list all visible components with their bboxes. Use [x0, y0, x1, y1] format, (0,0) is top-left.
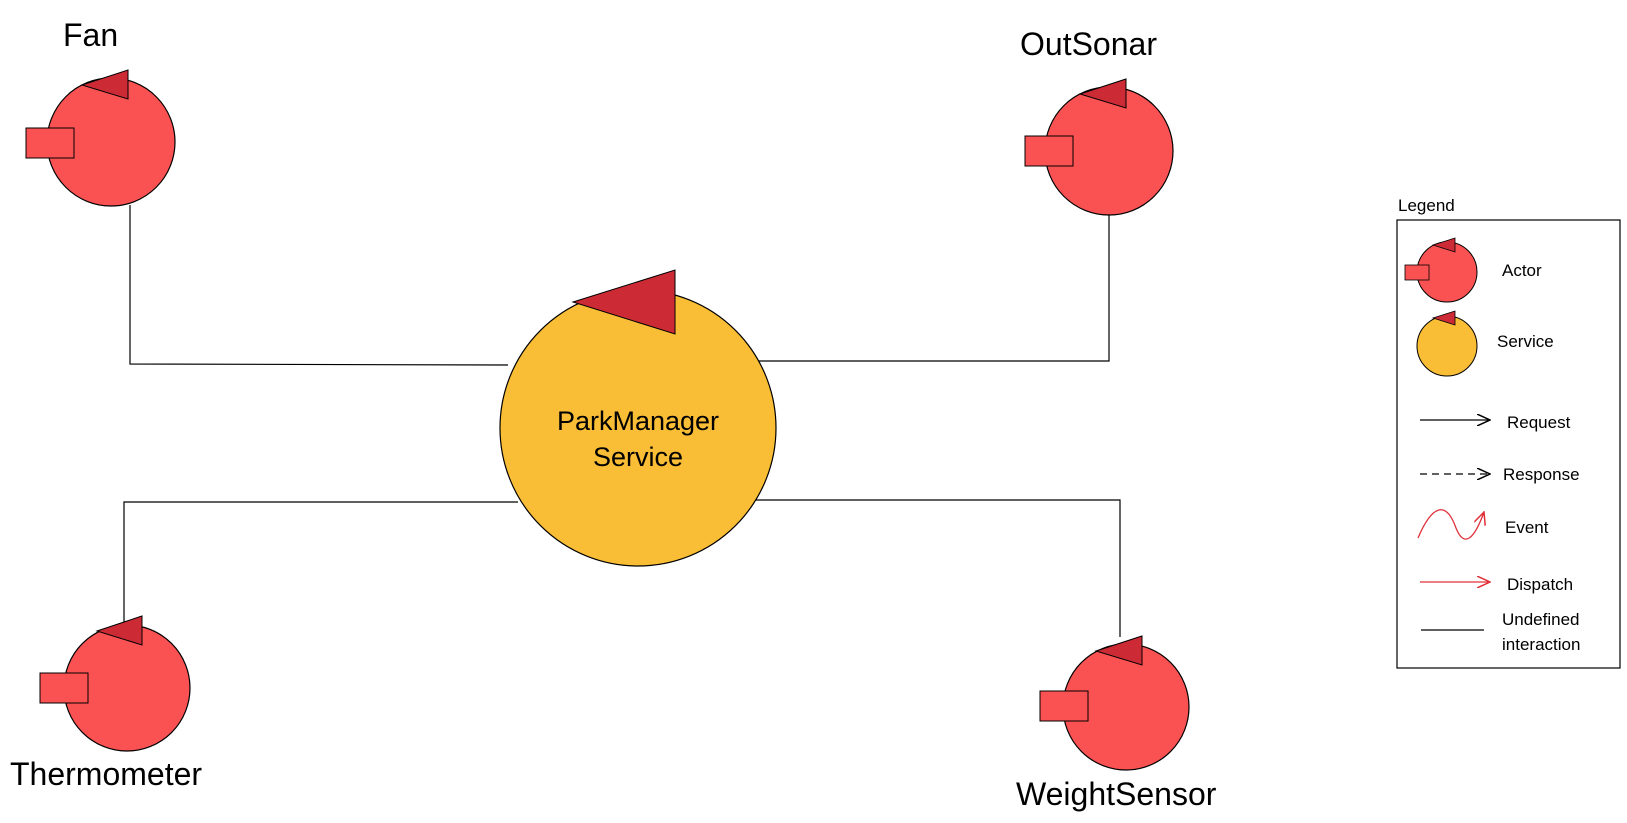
actor-weightsensor[interactable]: WeightSensor [1016, 635, 1217, 812]
connection-thermometer [123, 501, 518, 622]
legend-actor-port-icon [1404, 264, 1430, 281]
legend-response: Response [1420, 465, 1580, 484]
legend-actor-flag-icon [1431, 237, 1456, 253]
service-flag-icon [571, 269, 676, 335]
connection-weightsensor [752, 499, 1121, 637]
legend-request-label: Request [1507, 413, 1571, 432]
legend-request: Request [1420, 413, 1571, 432]
actor-fan[interactable]: Fan [25, 17, 176, 207]
legend: Legend Actor Service Request Response [1396, 196, 1621, 669]
legend-dispatch: Dispatch [1420, 575, 1573, 594]
parkmanager-service[interactable]: ParkManager Service [499, 269, 777, 567]
actor-thermometer[interactable]: Thermometer [10, 615, 202, 792]
service-label-line2: Service [593, 442, 683, 472]
connections [123, 205, 1121, 637]
outsonar-label: OutSonar [1020, 26, 1157, 62]
legend-service: Service [1416, 310, 1554, 377]
fan-label: Fan [63, 17, 118, 53]
thermometer-port-icon [39, 672, 89, 704]
legend-title: Legend [1398, 196, 1455, 215]
outsonar-flag-icon [1078, 78, 1127, 109]
outsonar-port-icon [1024, 135, 1074, 167]
legend-response-label: Response [1503, 465, 1580, 484]
legend-actor: Actor [1404, 237, 1542, 303]
legend-undefined: Undefined interaction [1421, 610, 1580, 654]
legend-event-label: Event [1505, 518, 1549, 537]
weightsensor-flag-icon [1094, 635, 1143, 666]
actor-outsonar[interactable]: OutSonar [1020, 26, 1174, 216]
thermometer-flag-icon [95, 615, 143, 646]
legend-actor-label: Actor [1502, 261, 1542, 280]
weightsensor-label: WeightSensor [1016, 776, 1217, 812]
legend-service-icon [1416, 315, 1478, 377]
legend-dispatch-label: Dispatch [1507, 575, 1573, 594]
connection-outsonar [757, 213, 1110, 362]
legend-service-label: Service [1497, 332, 1554, 351]
connection-fan [129, 205, 509, 366]
thermometer-label: Thermometer [10, 756, 202, 792]
event-wave-icon [1417, 509, 1484, 540]
legend-service-flag-icon [1431, 310, 1456, 326]
legend-undefined-label-line2: interaction [1502, 635, 1580, 654]
weightsensor-port-icon [1039, 690, 1089, 722]
service-label-line1: ParkManager [557, 406, 719, 436]
fan-port-icon [25, 127, 75, 159]
fan-flag-icon [80, 69, 129, 100]
legend-undefined-label-line1: Undefined [1502, 610, 1580, 629]
legend-event: Event [1417, 509, 1549, 540]
